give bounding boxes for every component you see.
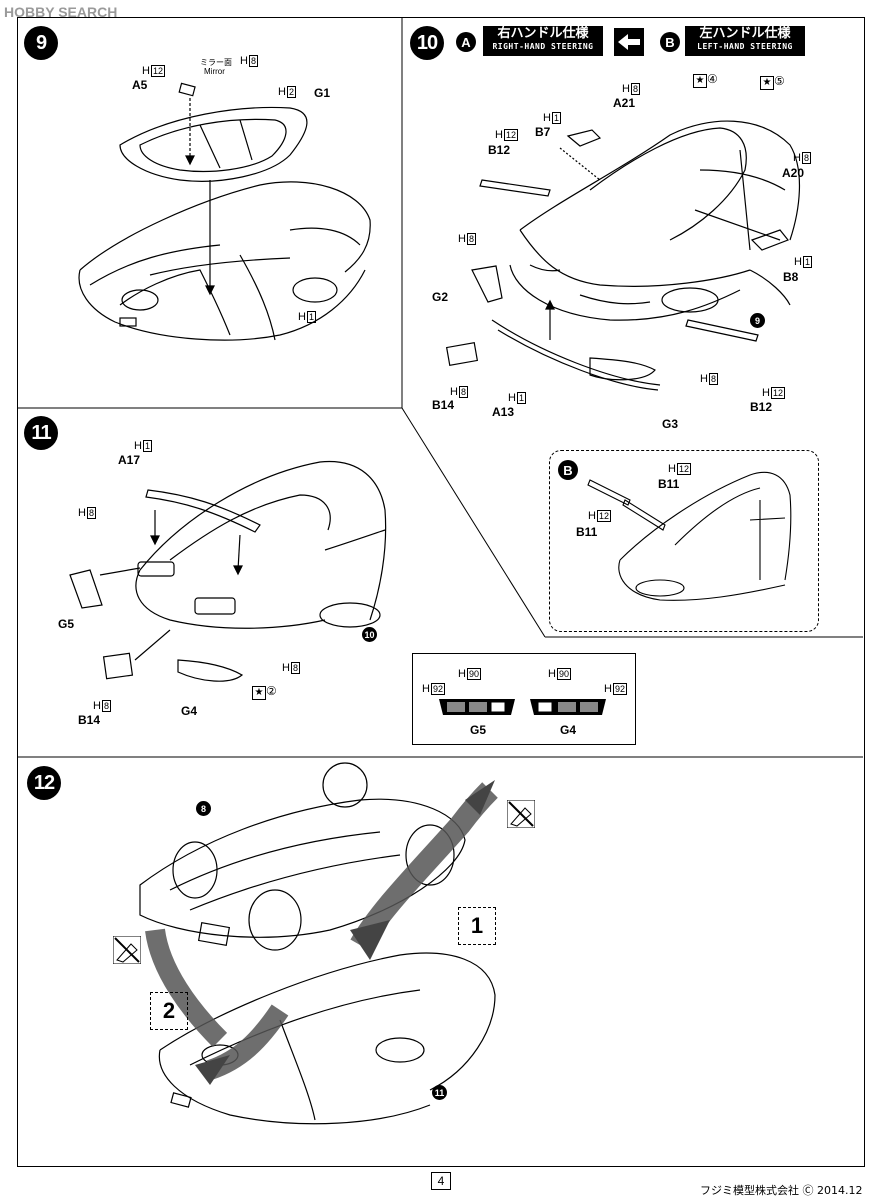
- paint-g5-label: G5: [470, 723, 487, 737]
- step-9-body-assembly-drawing: [78, 82, 371, 341]
- part-g5-label: G5: [58, 617, 75, 631]
- ref-step-8-mark: 8: [196, 801, 211, 816]
- ref-step-9-mark: 9: [750, 313, 765, 328]
- instruction-frame: [17, 17, 865, 1167]
- part-a20-label: A20: [782, 166, 805, 180]
- step-9-number: 9: [24, 26, 58, 60]
- part-a13-label: A13: [492, 405, 515, 419]
- right-hand-steering-tag: 右ハンドル仕様 RIGHT-HAND STEERING: [483, 26, 603, 56]
- g5-lamp-paint-icon: [439, 699, 515, 715]
- ref-step-10-mark: 10: [362, 627, 377, 642]
- part-b14-rear-label: B14: [78, 713, 101, 727]
- inset-b-badge: B: [558, 460, 578, 480]
- step-10-number: 10: [410, 26, 444, 60]
- decal-5-mark: ★⑤: [760, 74, 785, 90]
- part-b11-bottom-label: B11: [576, 525, 598, 539]
- part-g4-label: G4: [181, 704, 198, 718]
- step-11-number: 11: [24, 416, 58, 450]
- step-10-front-assembly-drawing: [445, 120, 801, 391]
- option-a-badge: A: [456, 32, 476, 52]
- g4-lamp-paint-icon: [530, 699, 606, 715]
- page-number: 4: [431, 1172, 451, 1190]
- lamp-paint-guide-box: [412, 653, 636, 745]
- mirror-en-label: Mirror: [204, 67, 225, 76]
- hobby-search-logo: HOBBY SEARCH: [4, 4, 118, 20]
- part-b8-label: B8: [783, 270, 799, 284]
- ref-step-11-mark: 11: [432, 1085, 447, 1100]
- part-a21-label: A21: [613, 96, 636, 110]
- step-12-number: 12: [27, 766, 61, 800]
- order-step-1-box: 1: [458, 907, 496, 945]
- order-step-2-box: 2: [150, 992, 188, 1030]
- part-g3-label: G3: [662, 417, 679, 431]
- part-g1-label: G1: [314, 86, 331, 100]
- left-hand-inset-box: [549, 450, 819, 632]
- copyright-text: フジミ模型株式会社 Ⓒ 2014.12: [700, 1184, 863, 1197]
- swap-arrows-icon: [614, 28, 644, 56]
- left-hand-steering-tag: 左ハンドル仕様 LEFT-HAND STEERING: [685, 26, 805, 56]
- part-b12-top-label: B12: [488, 143, 511, 157]
- part-b12-bottom-label: B12: [750, 400, 773, 414]
- paint-g4-label: G4: [560, 723, 577, 737]
- part-b14-label: B14: [432, 398, 455, 412]
- inset-left-hand-car-drawing: [587, 471, 792, 601]
- glue-icon: [507, 800, 535, 828]
- decal-2-mark: ★②: [252, 684, 277, 700]
- step-12-chassis-body-drawing: [139, 762, 498, 1125]
- part-g2-label: G2: [432, 290, 449, 304]
- decal-4-mark: ★④: [693, 72, 718, 88]
- part-b11-top-label: B11: [658, 477, 680, 491]
- part-b7-label: B7: [535, 125, 551, 139]
- glue-icon-2: [113, 936, 141, 964]
- step-11-rear-assembly-drawing: [69, 460, 387, 682]
- part-a5-label: A5: [132, 78, 148, 92]
- part-a17-label: A17: [118, 453, 141, 467]
- option-b-badge: B: [660, 32, 680, 52]
- mirror-jp-label: ミラー面: [200, 58, 232, 67]
